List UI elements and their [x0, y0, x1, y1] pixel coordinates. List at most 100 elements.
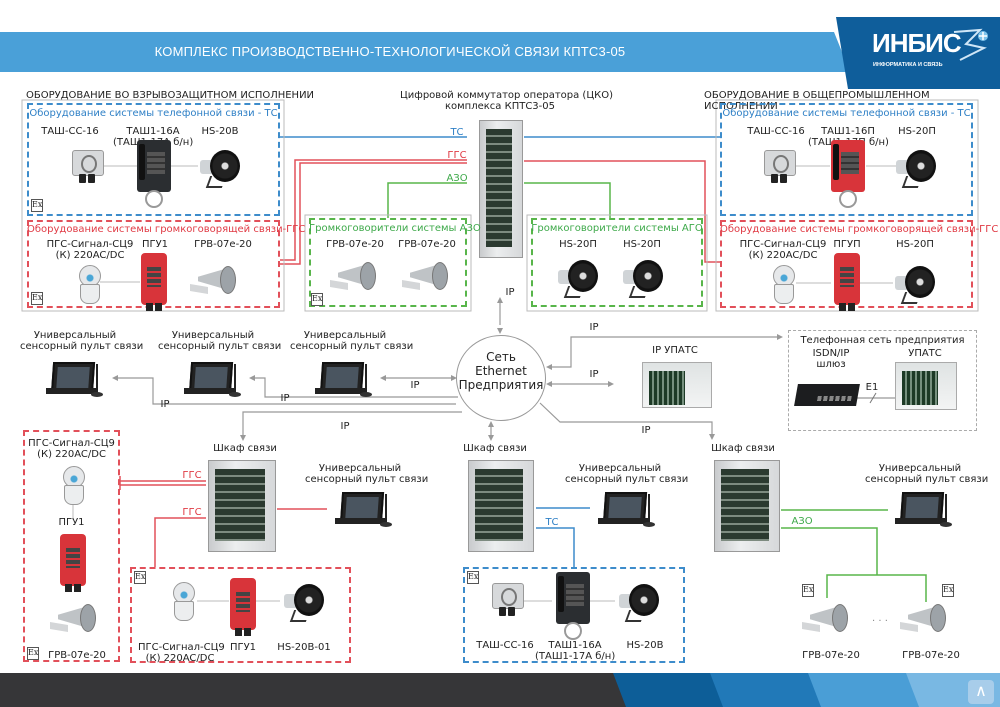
cko-cabinet-icon [479, 120, 523, 258]
isdn-gateway-icon [794, 384, 860, 406]
left-tc-box [27, 103, 280, 216]
right-tc-box-title: Оборудование системы телефонной связи - … [722, 108, 971, 119]
cabinet-label: Шкаф связи [213, 443, 277, 454]
ip-pbx-icon [642, 362, 712, 408]
signal-lamp-icon [60, 466, 86, 506]
device-label: ТАШ1-16А (ТАШ1-17А б/н) [535, 640, 616, 662]
bottom-center-tc-box [463, 567, 685, 663]
horn-speaker-icon [402, 258, 450, 296]
device-label: ПГУ1 [141, 239, 169, 250]
junction-box-icon [72, 150, 104, 184]
comm-cabinet-icon [208, 460, 276, 552]
touch-console-icon [893, 490, 953, 528]
cabinet-label: Шкаф связи [711, 443, 775, 454]
horn-speaker-icon [190, 262, 238, 300]
signal-lamp-icon [770, 265, 796, 305]
ex-mark-icon: Ex [942, 584, 954, 597]
ggs-line-label: ГГС [182, 507, 202, 518]
ex-mark-icon: Ex [467, 571, 479, 584]
touch-console-icon [333, 490, 393, 528]
touch-console-icon [44, 360, 104, 398]
azo-speakers-box [309, 218, 467, 307]
chevron-up-icon: ∧ [975, 681, 987, 700]
azo-line-label: АЗО [791, 516, 813, 527]
ex-mark-icon: Ex [802, 584, 814, 597]
device-label: HS-20П [623, 239, 661, 250]
ellipsis: · · · [872, 616, 888, 627]
phone-network-box [788, 330, 977, 431]
device-label: HS-20В [201, 126, 239, 137]
ip-label: IP [589, 322, 599, 333]
right-tc-box [720, 103, 973, 216]
left-section-title: ОБОРУДОВАНИЕ ВО ВЗРЫВОЗАЩИТНОМ ИСПОЛНЕНИ… [26, 90, 315, 101]
explosion-proof-phone-icon [556, 572, 590, 640]
ggs-unit-icon [834, 253, 860, 311]
device-label: ПГУ1 [229, 642, 257, 653]
right-section-title: ОБОРУДОВАНИЕ В ОБЩЕПРОМЫШЛЕННОМ ИСПОЛНЕН… [704, 90, 930, 112]
comm-cabinet-icon [714, 460, 780, 552]
ip-label: IP [340, 421, 350, 432]
pbx-icon [895, 362, 957, 410]
device-label: ПГУ1 [58, 517, 85, 528]
left-ggs-box-title: Оборудование системы громкоговорящей свя… [27, 224, 306, 235]
scroll-to-top-button[interactable]: ∧ [968, 680, 994, 704]
explosion-proof-phone-icon [137, 140, 171, 208]
logo-swoosh-icon [950, 28, 990, 62]
device-label: ТАШ-СС-16 [747, 126, 805, 137]
header-bar [0, 32, 850, 72]
upats-label: УПАТС [908, 348, 942, 359]
console-label: Универсальный сенсорный пульт связи [865, 463, 989, 485]
tc-line-label: ТС [545, 517, 559, 528]
device-label: ГРВ-07е-20 [398, 239, 456, 250]
ip-label: IP [589, 369, 599, 380]
speaker-icon [621, 258, 663, 298]
bottom-left-horizontal-ggs-box [130, 567, 351, 663]
speaker-icon [198, 148, 240, 188]
e1-label: E1 [865, 382, 879, 393]
comm-cabinet-icon [468, 460, 534, 552]
ethernet-network-node [456, 335, 546, 421]
ggs-line-label: ГГС [182, 470, 202, 481]
console-label: Универсальный сенсорный пульт связи [565, 463, 689, 485]
phone-network-title: Телефонная сеть предприятия [800, 335, 965, 346]
logo-subtitle: ИНФОРМАТИКА И СВЯЗЬ [873, 62, 943, 68]
junction-box-icon [492, 583, 524, 617]
device-label: HS-20В [626, 640, 664, 651]
ex-mark-icon: Ex [31, 292, 43, 305]
console-label: Универсальный сенсорный пульт связи [158, 330, 282, 352]
device-label: ГРВ-07е-20 [48, 650, 106, 661]
device-label: ПГС-Сигнал-СЦ9 (К) 220AC/DC [138, 642, 225, 664]
ip-upats-label: IP УПАТС [652, 345, 698, 356]
device-label: ГРВ-07е-20 [194, 239, 252, 250]
speaker-icon [617, 582, 659, 622]
device-label: ТАШ-СС-16 [41, 126, 99, 137]
right-ggs-box-title: Оборудование системы громкоговорящей свя… [720, 224, 999, 235]
ggs-unit-icon [230, 578, 256, 636]
ip-label: IP [641, 425, 651, 436]
tc-line-label: ТС [450, 127, 464, 138]
device-label: ГРВ-07е-20 [902, 650, 960, 661]
console-label: Универсальный сенсорный пульт связи [305, 463, 429, 485]
signal-lamp-icon [76, 265, 102, 305]
speaker-icon [893, 264, 935, 304]
ethernet-network-label: Сеть Ethernet Предприятия [458, 350, 544, 392]
console-label: Универсальный сенсорный пульт связи [290, 330, 414, 352]
azo-line-right [524, 182, 611, 218]
ggs-unit-icon [141, 253, 167, 311]
page-title: КОМПЛЕКС ПРОИЗВОДСТВЕННО-ТЕХНОЛОГИЧЕСКОЙ… [154, 44, 626, 59]
device-label: ПГС-Сигнал-СЦ9 (К) 220AC/DC [739, 239, 827, 261]
ggs-unit-icon [60, 534, 86, 592]
ex-mark-icon: Ex [311, 293, 323, 306]
gateway-label: ISDN/IP шлюз [812, 348, 850, 370]
device-label: HS-20В-01 [277, 642, 331, 653]
logo: ИНБИС [872, 28, 962, 58]
horn-speaker-icon [802, 600, 850, 638]
device-label: ГРВ-07е-20 [802, 650, 860, 661]
azo-line-label: АЗО [446, 173, 468, 184]
horn-speaker-icon [50, 600, 98, 638]
speaker-icon [894, 148, 936, 188]
speaker-icon [282, 582, 324, 622]
bottom-left-vertical-ggs-box [23, 430, 120, 662]
ggs-line-label: ГГС [447, 150, 467, 161]
touch-console-icon [596, 490, 656, 528]
